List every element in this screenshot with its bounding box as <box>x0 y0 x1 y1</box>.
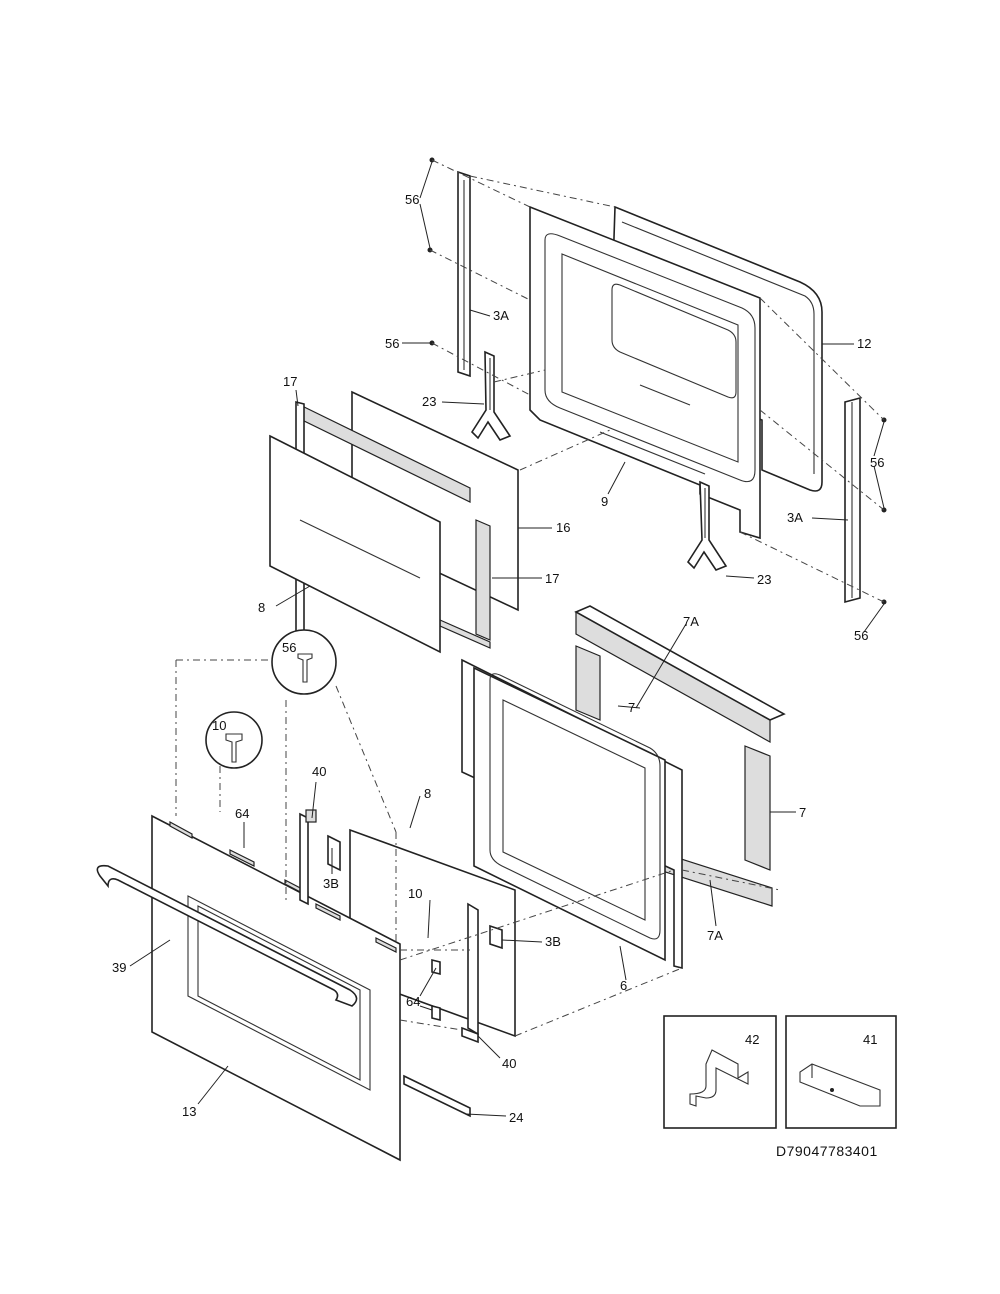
alignment-lines-middle <box>175 659 781 1037</box>
bracket-40-top <box>299 809 317 906</box>
label-upper-56-a: 56 <box>405 192 419 207</box>
hinge-channel-3a-left <box>457 170 471 378</box>
label-mid-13: 13 <box>182 1104 196 1119</box>
insulation-7-left <box>575 645 601 721</box>
label-mid-64-bottom: 64 <box>406 994 420 1009</box>
label-upper-17-bottom: 17 <box>545 571 559 586</box>
label-mid-39: 39 <box>112 960 126 975</box>
hinge-channel-3a-right <box>844 396 861 604</box>
label-mid-40-top: 40 <box>312 764 326 779</box>
label-inset-42: 42 <box>745 1032 759 1047</box>
label-upper-9: 9 <box>601 494 608 509</box>
door-handle-39 <box>96 864 358 1007</box>
label-mid-24: 24 <box>509 1110 523 1125</box>
label-upper-56-right: 56 <box>870 455 884 470</box>
outer-door-panel-13 <box>151 814 401 1162</box>
glass-spacer-17-bottom <box>439 519 491 649</box>
screw-detail-10 <box>205 711 263 769</box>
label-mid-10-circle: 10 <box>212 718 226 733</box>
label-upper-17-top: 17 <box>283 374 297 389</box>
label-mid-7-top: 7 <box>628 700 635 715</box>
label-mid-8: 8 <box>424 786 431 801</box>
door-frame-6 <box>461 658 683 970</box>
inset-box-42 <box>663 1015 777 1129</box>
label-upper-23-left: 23 <box>422 394 436 409</box>
label-upper-8: 8 <box>258 600 265 615</box>
drawing-code: D79047783401 <box>776 1143 878 1159</box>
label-upper-16: 16 <box>556 520 570 535</box>
insulation-7-right <box>744 745 771 871</box>
clip-3b-right <box>489 924 503 950</box>
callout-labels: 56 3A 56 12 23 17 56 9 3A 16 17 23 8 56 … <box>112 192 884 1159</box>
label-mid-3b-right: 3B <box>545 934 561 949</box>
label-mid-64-top: 64 <box>235 806 249 821</box>
hinge-23-right <box>686 480 728 571</box>
label-mid-3b-left: 3B <box>323 876 339 891</box>
label-upper-56-bottom: 56 <box>854 628 868 643</box>
label-mid-56-circle: 56 <box>282 640 296 655</box>
label-upper-23-right: 23 <box>757 572 771 587</box>
label-upper-3a-right: 3A <box>787 510 803 525</box>
label-mid-7-right: 7 <box>799 805 806 820</box>
glass-panel-8-upper <box>269 434 441 654</box>
clip-3b-left <box>327 834 341 872</box>
door-rail-24 <box>403 1074 471 1118</box>
leader-lines <box>129 161 885 1117</box>
hinge-23-left <box>470 350 512 441</box>
label-mid-7a-top: 7A <box>683 614 699 629</box>
label-mid-7a-bottom: 7A <box>707 928 723 943</box>
label-upper-3a-left: 3A <box>493 308 509 323</box>
inset-box-41 <box>785 1015 897 1129</box>
alignment-lines-upper <box>429 159 885 603</box>
label-upper-56-b: 56 <box>385 336 399 351</box>
inner-door-liner-9 <box>529 205 761 540</box>
label-mid-6: 6 <box>620 978 627 993</box>
label-inset-41: 41 <box>863 1032 877 1047</box>
insulation-7a-top <box>574 605 786 744</box>
label-upper-12: 12 <box>857 336 871 351</box>
label-mid-40-bottom: 40 <box>502 1056 516 1071</box>
screw-detail-56 <box>271 629 337 695</box>
label-mid-10: 10 <box>408 886 422 901</box>
